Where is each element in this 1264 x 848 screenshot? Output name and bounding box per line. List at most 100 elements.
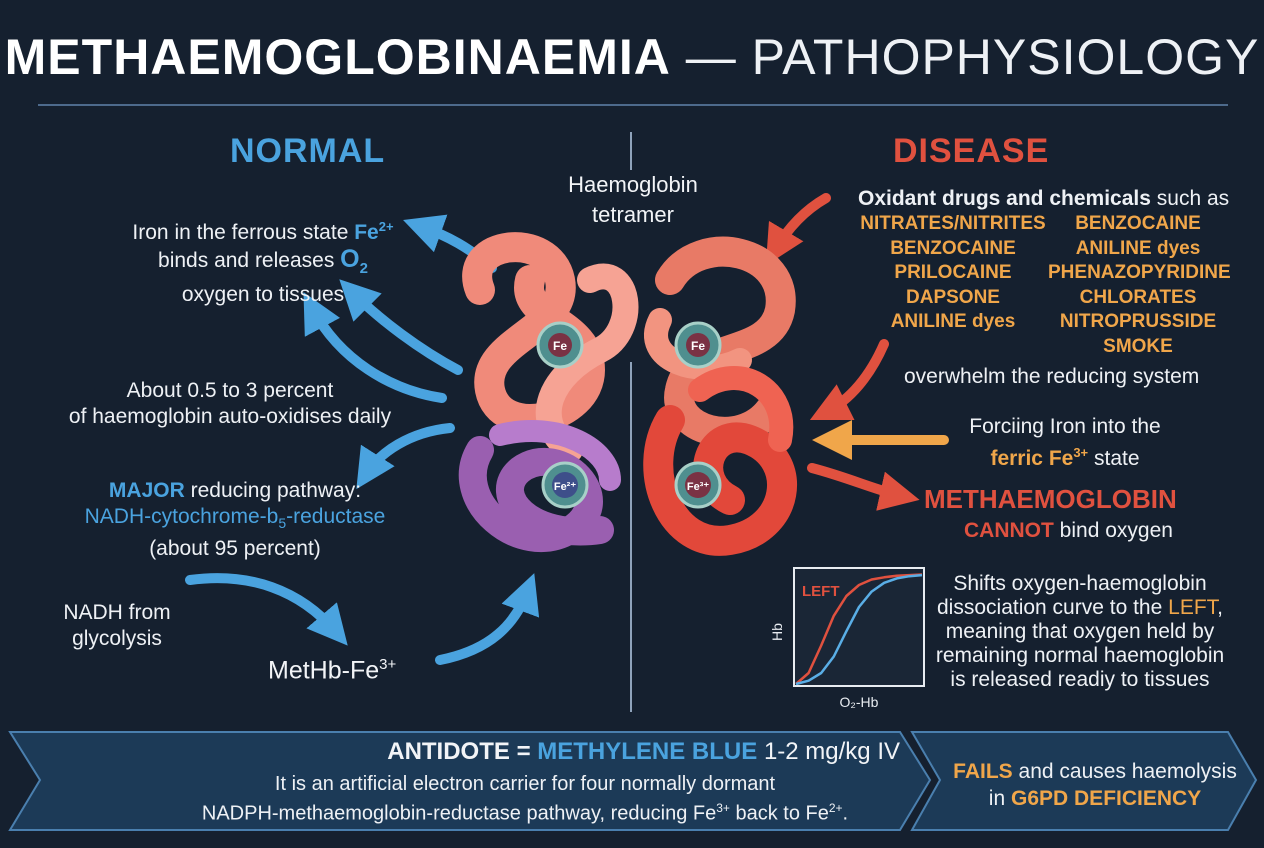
drug-list: NITRATES/NITRITES BENZOCAINE BENZOCAINE … xyxy=(858,212,1231,360)
haemoglobin-tetramer-label: Haemoglobin tetramer xyxy=(528,170,738,230)
g6pd-label: G6PD DEFICIENCY xyxy=(1011,787,1202,810)
cannot-text: CANNOT bind oxygen xyxy=(964,518,1173,544)
chart-xlabel: O₂-Hb xyxy=(840,694,879,710)
ferrous-line-2: binds and releases xyxy=(158,249,335,272)
nadh-line-1: NADH from xyxy=(63,601,171,624)
heme-group-2: Fe xyxy=(674,321,722,369)
heme-label-2: Fe xyxy=(691,339,705,353)
title-bold: METHAEMOGLOBINAEMIA xyxy=(4,29,671,85)
cannot-rest: bind oxygen xyxy=(1059,519,1173,542)
drug-item: BENZOCAINE xyxy=(1075,213,1201,234)
methaemoglobin-heading: METHAEMOGLOBIN xyxy=(924,484,1177,514)
arrow-oxidant-1 xyxy=(765,193,831,266)
enzyme-name: NADH-cytochrome-b5-reductase xyxy=(84,505,386,532)
arrow-oxidant-2 xyxy=(809,339,889,421)
title-light: — PATHOPHYSIOLOGY xyxy=(670,29,1260,85)
shift-line-2b: , xyxy=(1217,596,1223,619)
drug-item: PHENAZOPYRIDINE xyxy=(1048,262,1231,283)
antidote-line-2: NADPH-methaemoglobin-reductase pathway, … xyxy=(201,801,849,825)
drug-item xyxy=(858,335,1048,360)
oxidant-bold: Oxidant drugs and chemicals xyxy=(858,187,1151,210)
oxidant-rest: such as xyxy=(1156,187,1230,210)
nadh-line-2: glycolysis xyxy=(72,627,162,650)
chart-ylabel: Hb xyxy=(770,623,785,641)
heme-group-4: Fe³⁺ xyxy=(674,461,722,509)
ferrous-text: Iron in the ferrous state Fe2+ binds and… xyxy=(118,214,408,308)
chart-annotation-left: LEFT xyxy=(802,583,840,600)
disease-heading: DISEASE xyxy=(893,132,1050,170)
auto-line-1: About 0.5 to 3 percent xyxy=(126,379,334,402)
fails-rest: and causes haemolysis xyxy=(1018,760,1237,783)
dissociation-curve-chart: Hb O₂-Hb LEFT xyxy=(770,567,925,710)
drug-item: SMOKE xyxy=(1103,335,1173,357)
shift-left: LEFT xyxy=(1168,596,1218,619)
shift-line-5: is released readiy to tissues xyxy=(950,668,1210,691)
normal-heading: NORMAL xyxy=(230,132,386,170)
arrow-reduce-back xyxy=(435,573,540,665)
antidote-dose: 1-2 mg/kg IV xyxy=(763,738,900,765)
hb-label-line-1: Haemoglobin xyxy=(568,172,698,197)
ferrous-symbol: Fe2+ xyxy=(354,219,394,244)
ferrous-line-1: Iron in the ferrous state xyxy=(132,221,349,244)
auto-line-2: of haemoglobin auto-oxidises daily xyxy=(68,405,392,428)
fails-text: FAILS and causes haemolysis in G6PD DEFI… xyxy=(930,758,1260,812)
antidote-chevron xyxy=(8,731,932,831)
drug-item: DAPSONE xyxy=(906,286,1000,308)
haemoglobin-illustration: Fe Fe Fe²⁺ Fe³⁺ xyxy=(459,232,797,556)
fails-line-2a: in xyxy=(988,787,1006,810)
antidote-banner xyxy=(8,731,1258,831)
drug-item: PRILOCAINE xyxy=(894,262,1012,283)
curve-series-2 xyxy=(795,573,923,686)
percent-text: (about 95 percent) xyxy=(149,537,321,561)
major-pathway-text: MAJOR reducing pathway: NADH-cytochrome-… xyxy=(50,478,420,562)
overwhelm-text: overwhelm the reducing system xyxy=(904,365,1200,388)
ferrous-line-3: oxygen to tissues xyxy=(181,283,345,306)
shift-text: Shifts oxygen-haemoglobin dissociation c… xyxy=(925,572,1235,692)
page-title: METHAEMOGLOBINAEMIA — PATHOPHYSIOLOGY xyxy=(0,28,1264,86)
shift-line-2a: dissociation curve to the xyxy=(937,596,1163,619)
fails-chevron xyxy=(910,731,1258,831)
heme-label-3: Fe²⁺ xyxy=(554,481,577,493)
methb-label: MetHb-Fe3+ xyxy=(268,656,397,685)
drug-item: NITRATES/NITRITES xyxy=(860,213,1046,234)
shift-line-1: Shifts oxygen-haemoglobin xyxy=(953,572,1207,595)
drug-item: ANILINE dyes xyxy=(1075,237,1201,259)
drug-item: CHLORATES xyxy=(1079,286,1197,308)
shift-line-4: remaining normal haemoglobin xyxy=(935,644,1225,667)
heme-label-4: Fe³⁺ xyxy=(687,481,710,493)
major-rest: reducing pathway: xyxy=(190,479,362,502)
subunit-top-right xyxy=(644,236,796,447)
oxidant-text: Oxidant drugs and chemicals such as xyxy=(858,186,1229,212)
drug-item: BENZOCAINE xyxy=(890,237,1016,259)
arrow-oxygen-tissues xyxy=(339,279,463,375)
subunit-bottom-right xyxy=(643,366,797,556)
antidote-heading: ANTIDOTE = METHYLENE BLUE 1-2 mg/kg IV xyxy=(40,738,900,766)
arrow-methaemoglobin xyxy=(807,463,920,511)
forcing-text: Forciing Iron into the ferric Fe3+ state xyxy=(950,414,1180,472)
chart-frame xyxy=(793,567,925,687)
arrow-nadh xyxy=(185,573,348,646)
subunit-bottom-left xyxy=(459,420,621,552)
shift-line-3: meaning that oxygen held by xyxy=(945,620,1215,643)
antidote-label: ANTIDOTE = xyxy=(387,738,531,765)
cannot-bold: CANNOT xyxy=(964,519,1054,542)
fails-bold: FAILS xyxy=(953,760,1013,783)
center-divider xyxy=(630,132,632,712)
antidote-line-1: It is an artificial electron carrier for… xyxy=(274,773,776,795)
ferric-label: ferric Fe3+ xyxy=(990,445,1089,470)
drug-item: ANILINE dyes xyxy=(890,311,1016,332)
drug-item: NITROPRUSSIDE xyxy=(1059,311,1217,332)
heme-label-1: Fe xyxy=(553,339,567,353)
pathway-arrows xyxy=(185,193,949,665)
forcing-line-1: Forciing Iron into the xyxy=(969,415,1161,438)
antidote-drug: METHYLENE BLUE xyxy=(537,738,758,765)
forcing-rest: state xyxy=(1094,447,1140,470)
antidote-description: It is an artificial electron carrier for… xyxy=(130,772,920,826)
major-label: MAJOR xyxy=(108,479,185,502)
curve-series-1 xyxy=(795,573,923,685)
nadh-text: NADH from glycolysis xyxy=(52,600,182,652)
arrow-auto-oxidise-2 xyxy=(356,423,455,490)
arrow-auto-oxidise-1 xyxy=(303,292,447,403)
auto-oxidise-text: About 0.5 to 3 percent of haemoglobin au… xyxy=(40,378,420,430)
oxygen-symbol: O2 xyxy=(340,245,368,277)
